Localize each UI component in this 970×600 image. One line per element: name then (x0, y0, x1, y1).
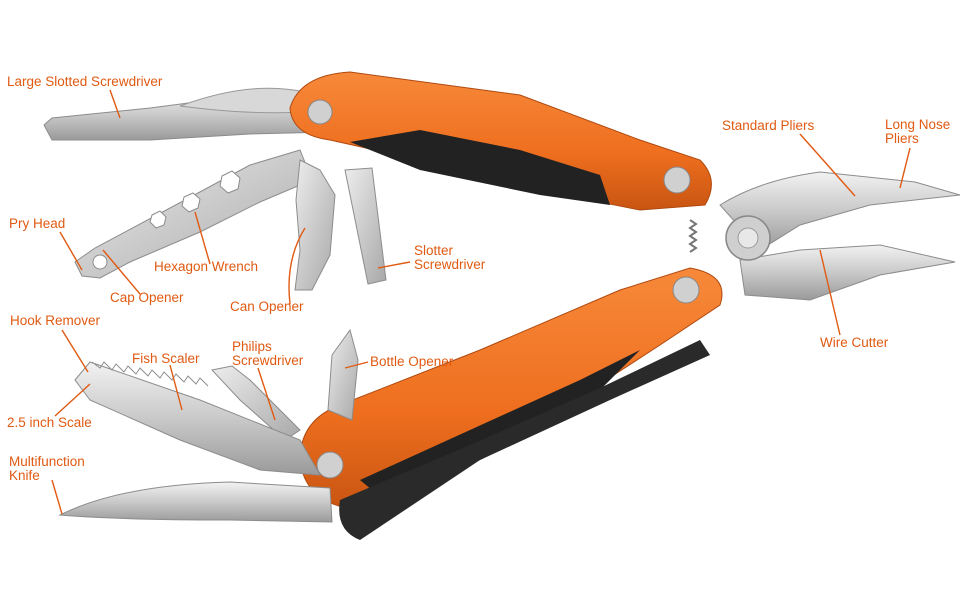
hex-hole (181, 192, 201, 213)
top-handle-rivet (307, 99, 333, 125)
leader-slotter-screwdriver (377, 261, 411, 269)
leader-cap-opener (102, 249, 141, 295)
label-slotter-screwdriver: Slotter Screwdriver (414, 243, 486, 272)
leader-lines (51, 89, 911, 515)
top-handle (289, 71, 712, 211)
leader-standard-pliers (799, 133, 856, 197)
pliers-spring (688, 219, 698, 253)
leader-wire-cutter (819, 249, 841, 336)
leader-large-slotted-screwdriver (109, 89, 121, 119)
bottom-handle (299, 267, 723, 511)
can-opener-blade (294, 159, 336, 291)
hex-hole (149, 210, 167, 229)
label-bottle-opener: Bottle Opener (370, 354, 454, 369)
label-hook-remover: Hook Remover (10, 313, 101, 328)
leader-pry-head (59, 231, 83, 271)
slotter-screwdriver-blade (344, 167, 387, 285)
label-large-slotted-screwdriver: Large Slotted Screwdriver (7, 74, 163, 89)
label-pry-head: Pry Head (9, 216, 66, 231)
hex-hole (219, 170, 241, 194)
multifunction-knife-blade (58, 481, 333, 523)
leader-can-opener (288, 227, 306, 305)
leader-philips-screwdriver (257, 367, 276, 421)
philips-screwdriver-blade (211, 365, 301, 441)
bottom-handle-rivet (316, 451, 344, 479)
bottle-opener-blade (327, 328, 359, 421)
bottom-handle-rivet (672, 276, 700, 304)
hexagon-wrench-blade (74, 149, 313, 279)
label-long-nose-pliers: Long Nose Pliers (885, 117, 951, 146)
leader-long-nose-pliers (899, 147, 911, 189)
leader-bottle-opener (344, 361, 369, 369)
label-cap-opener: Cap Opener (110, 290, 184, 305)
leader-2-5-inch-scale (54, 383, 91, 417)
label-hexagon-wrench: Hexagon Wrench (154, 259, 259, 274)
label-2-5-inch-scale: 2.5 inch Scale (7, 415, 92, 430)
leader-multifunction-knife (51, 479, 63, 515)
pliers-upper-jaw (719, 171, 961, 251)
pliers-lower-jaw (739, 244, 956, 301)
label-standard-pliers: Standard Pliers (722, 118, 815, 133)
fish-scaler-blade (74, 361, 321, 476)
label-philips-screwdriver: Philips Screwdriver (232, 339, 304, 368)
top-handle-rivet (663, 166, 691, 194)
label-multifunction-knife: Multifunction Knife (9, 454, 85, 483)
top-handle-insert (350, 130, 610, 205)
leader-hook-remover (61, 329, 89, 373)
label-wire-cutter: Wire Cutter (820, 335, 889, 350)
leader-hexagon-wrench (194, 211, 211, 265)
cap-opener-hole (92, 254, 108, 270)
label-fish-scaler: Fish Scaler (132, 351, 200, 366)
label-can-opener: Can Opener (230, 299, 304, 314)
leader-fish-scaler (169, 364, 183, 411)
